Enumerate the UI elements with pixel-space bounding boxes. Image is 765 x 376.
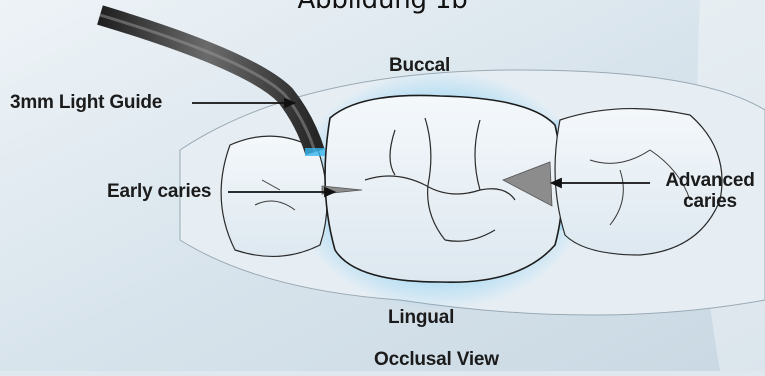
advanced-caries-label-line1: Advanced	[660, 171, 760, 190]
buccal-label: Buccal	[389, 56, 450, 75]
advanced-caries-label-line2: caries	[660, 192, 760, 211]
lingual-label: Lingual	[388, 308, 454, 327]
view-label: Occlusal View	[374, 350, 499, 369]
light-guide-label: 3mm Light Guide	[10, 93, 162, 112]
figure-title: Abbildung 1b	[0, 0, 765, 13]
light-guide-tip	[305, 148, 325, 156]
early-caries-label: Early caries	[107, 182, 211, 201]
